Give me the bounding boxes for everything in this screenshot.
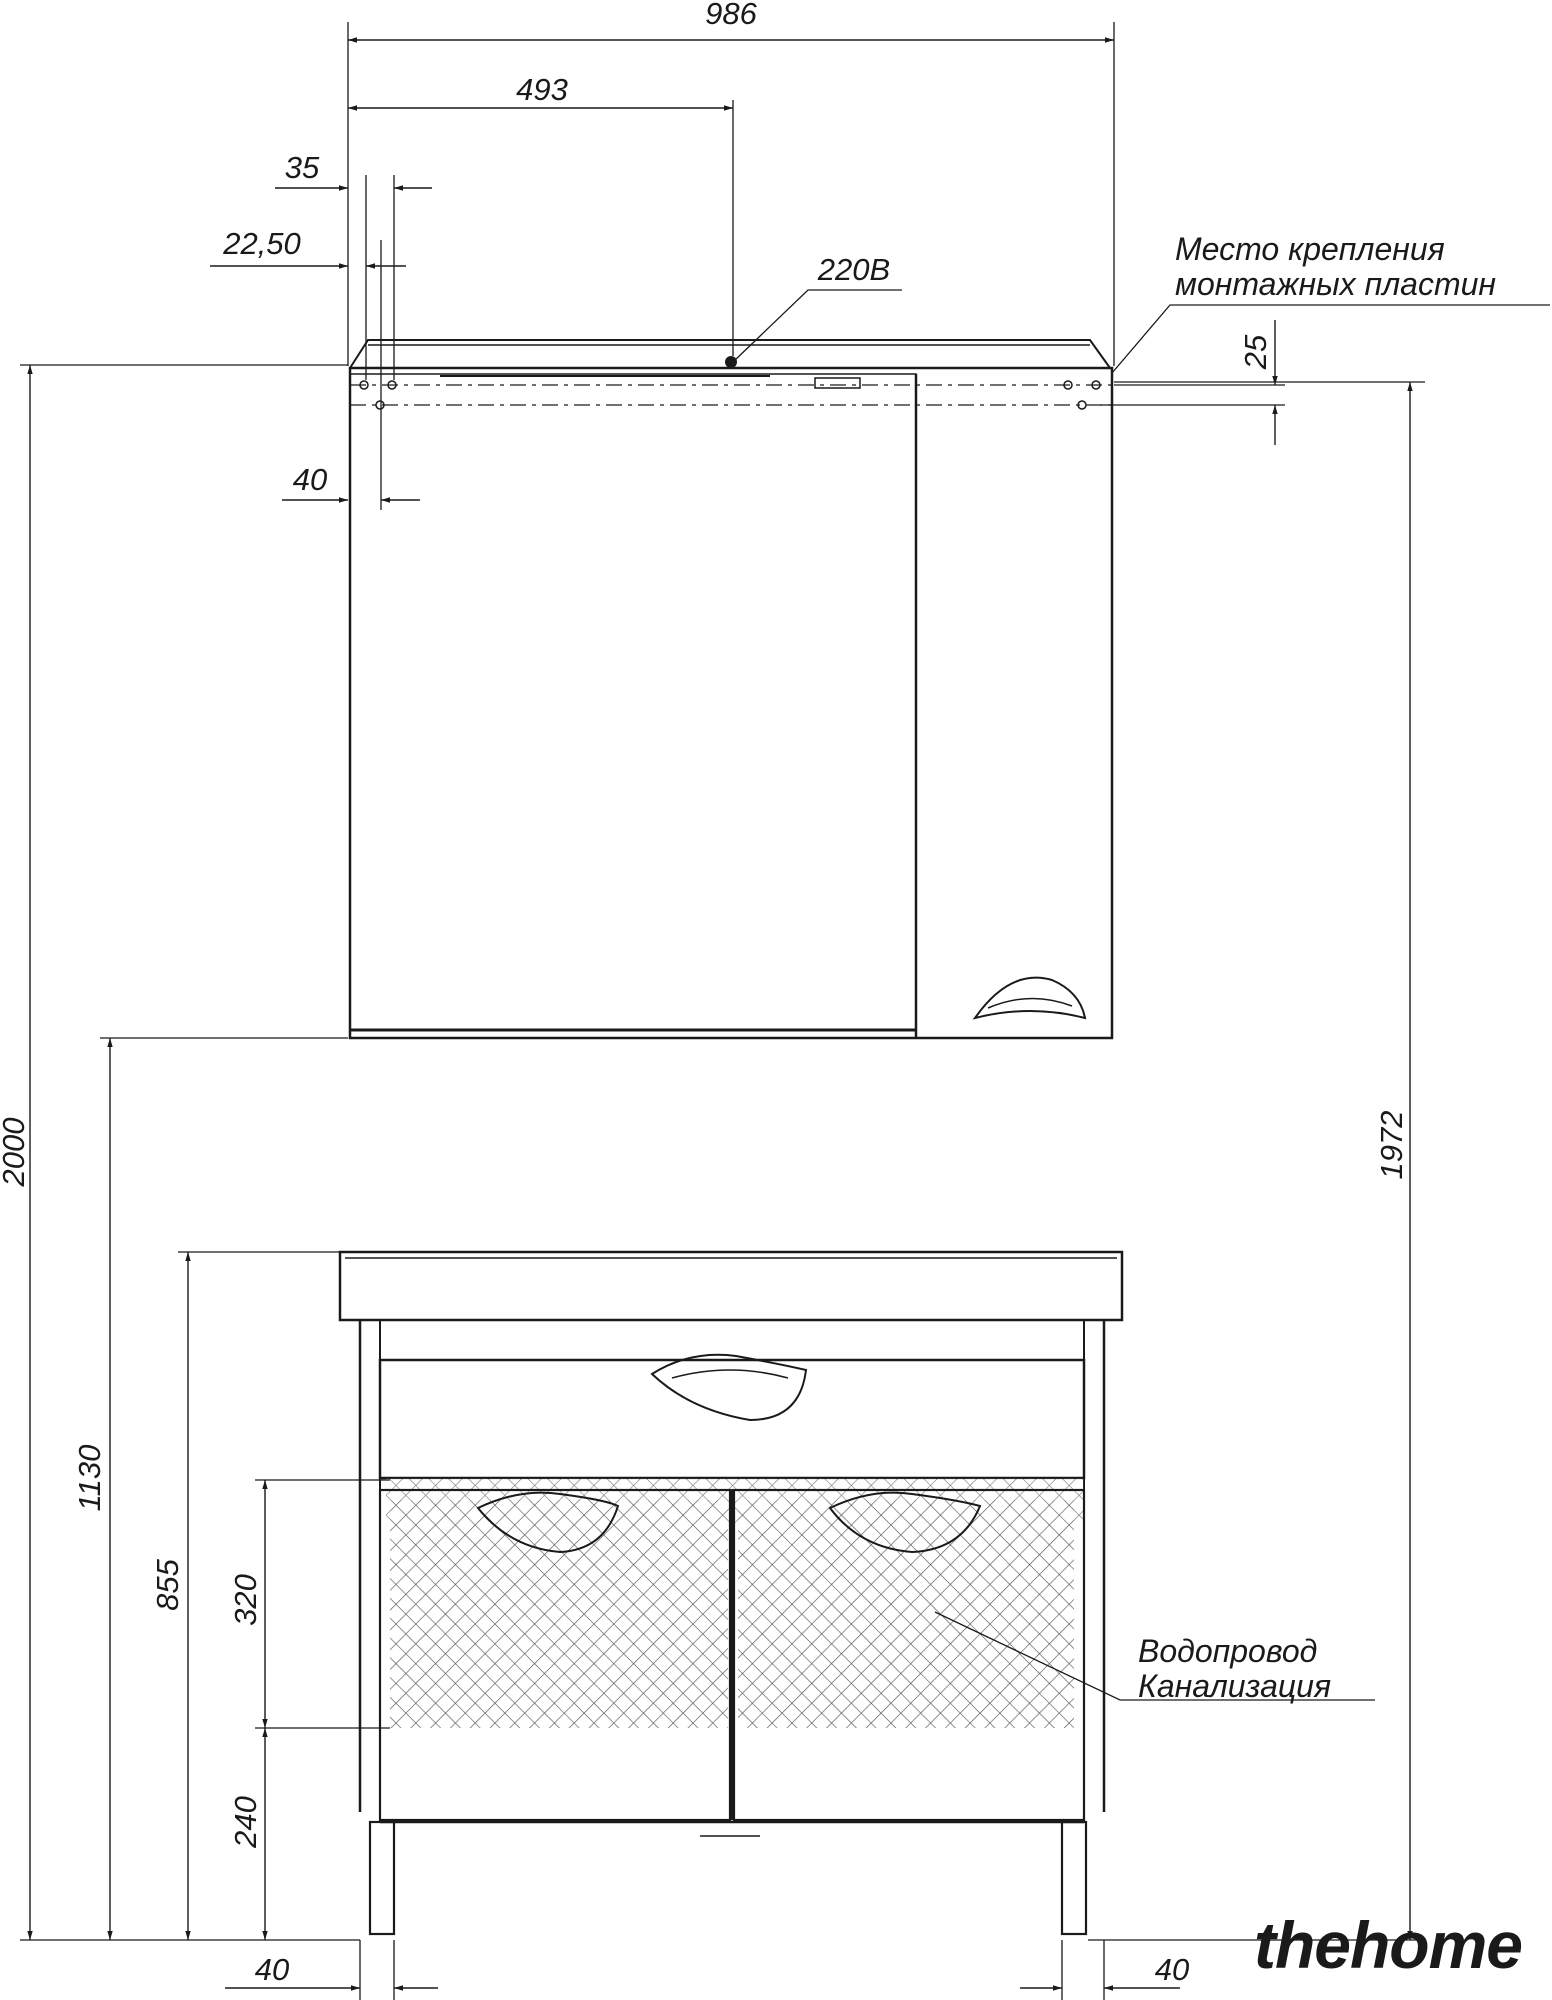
mounting-note-line1: Место крепления [1175,231,1445,267]
dim-40-right-leg-label: 40 [1155,1952,1189,1987]
mirror-cabinet [348,339,1114,1040]
dim-986-label: 986 [705,0,757,31]
dim-40-plates-label: 40 [293,462,327,497]
dim-855-label: 855 [150,1558,185,1610]
mounting-holes [359,380,1101,410]
leader-lines [732,289,1550,1701]
dim-22-50-label: 22,50 [222,226,301,261]
pipes-note-line2: Канализация [1138,1668,1331,1704]
power-socket-label: 220В [817,252,890,287]
mounting-note-line2: монтажных пластин [1175,266,1496,302]
dim-1972-label: 1972 [1374,1111,1409,1180]
dim-240-label: 240 [228,1796,263,1849]
watermark-logo: thehome [1254,1908,1522,1982]
dimension-lines [20,22,1425,2000]
pipes-note-line1: Водопровод [1138,1633,1317,1669]
dim-35-label: 35 [285,150,320,185]
dim-2000-label: 2000 [0,1118,31,1188]
dim-1130-label: 1130 [72,1445,107,1512]
dim-40-left-leg-label: 40 [255,1952,289,1987]
dim-25-label: 25 [1238,334,1273,370]
dim-493-label: 493 [516,72,568,107]
vanity-unit [338,1250,1124,1936]
dim-320-label: 320 [228,1574,263,1626]
power-point-dot [725,356,737,368]
